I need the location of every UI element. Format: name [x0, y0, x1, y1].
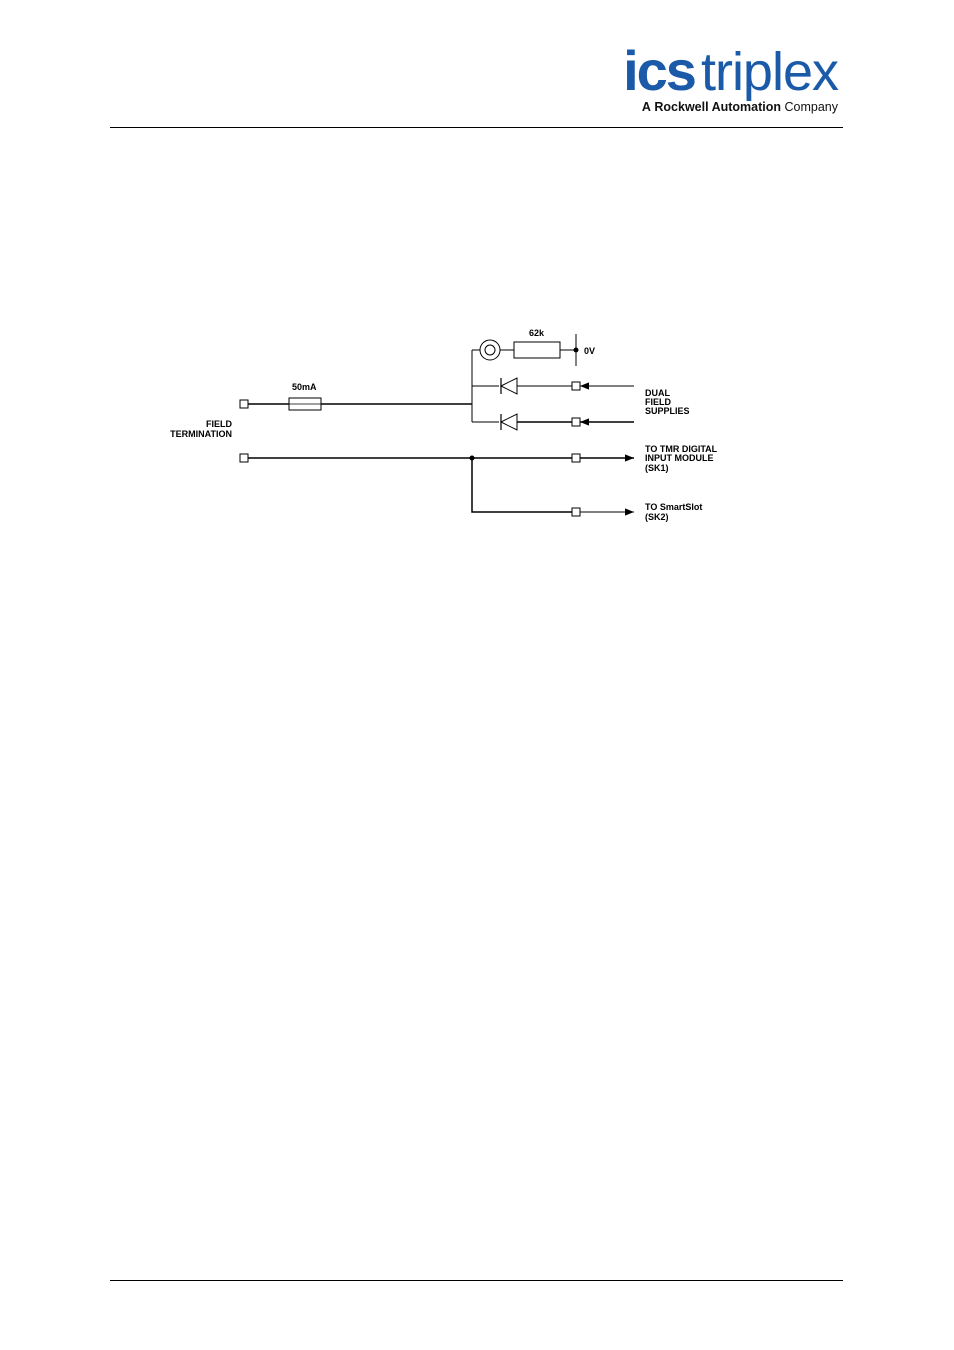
zero-volt-label: 0V — [584, 346, 595, 356]
resistor-label: 62k — [529, 328, 545, 338]
smartslot-label-2: (SK2) — [645, 512, 669, 522]
diode-2-triangle — [501, 414, 517, 430]
fuse-label: 50mA — [292, 382, 317, 392]
field-termination-label-2: TERMINATION — [170, 429, 232, 439]
wire-smartslot — [472, 458, 572, 512]
ground-node — [574, 348, 579, 353]
tmr-label-2: INPUT MODULE — [645, 453, 714, 463]
led-indicator-inner — [485, 345, 495, 355]
field-terminal-2 — [240, 454, 248, 462]
supply-terminal-2 — [572, 418, 580, 426]
field-termination-label-1: FIELD — [206, 419, 232, 429]
diode-1-triangle — [501, 378, 517, 394]
smartslot-terminal — [572, 508, 580, 516]
smartslot-label-1: TO SmartSlot — [645, 502, 702, 512]
dual-supplies-label-3: SUPPLIES — [645, 406, 690, 416]
tmr-terminal — [572, 454, 580, 462]
field-terminal-1 — [240, 400, 248, 408]
resistor-symbol — [514, 342, 560, 358]
supply-terminal-1 — [572, 382, 580, 390]
tmr-label-3: (SK1) — [645, 463, 669, 473]
